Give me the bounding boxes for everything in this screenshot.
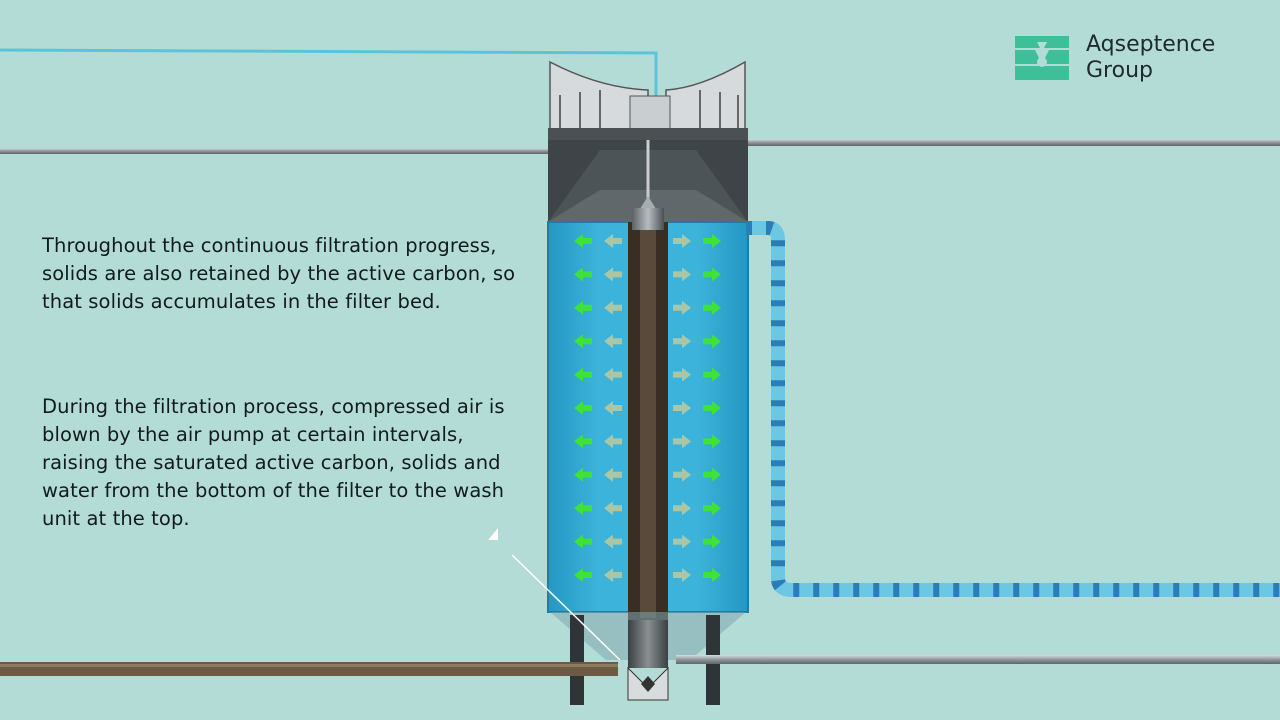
flow-arrow-left bbox=[604, 568, 622, 582]
callout-line bbox=[511, 554, 621, 661]
callout-tip bbox=[488, 528, 498, 540]
air-line bbox=[0, 48, 658, 100]
flow-arrow-right bbox=[703, 534, 721, 549]
flow-arrow-right bbox=[673, 401, 691, 415]
flow-arrow-right bbox=[673, 300, 691, 315]
flow-arrow-left bbox=[574, 367, 592, 382]
flow-arrow-left bbox=[604, 401, 622, 415]
flow-arrow-right bbox=[703, 467, 721, 482]
aqseptence-logo-icon bbox=[1015, 36, 1069, 80]
flow-arrow-left bbox=[574, 568, 592, 582]
flow-arrow-left bbox=[574, 300, 592, 315]
flow-arrow-left bbox=[574, 234, 592, 248]
flow-arrow-left bbox=[604, 234, 622, 248]
flow-arrow-right bbox=[673, 467, 691, 482]
blue-outlet-pipe bbox=[746, 221, 1280, 597]
flow-arrow-left bbox=[574, 401, 592, 415]
upper-right-pipe bbox=[745, 139, 1280, 146]
flow-arrow-right bbox=[703, 234, 721, 248]
flow-arrow-right bbox=[673, 534, 691, 549]
brand-name-line2: Group bbox=[1086, 58, 1153, 83]
flow-arrow-left bbox=[604, 501, 622, 516]
flow-arrow-right bbox=[703, 568, 721, 582]
flow-arrow-right bbox=[703, 267, 721, 282]
flow-arrow-right bbox=[673, 568, 691, 582]
flow-arrow-left bbox=[574, 534, 592, 549]
flow-arrow-left bbox=[574, 501, 592, 516]
flow-arrow-left bbox=[604, 267, 622, 282]
flow-arrow-right bbox=[673, 434, 691, 449]
flow-arrow-right bbox=[673, 267, 691, 282]
flow-arrow-right bbox=[703, 334, 721, 349]
brand-name-line1: Aqseptence bbox=[1086, 32, 1216, 57]
flow-arrow-left bbox=[574, 467, 592, 482]
flow-arrow-left bbox=[574, 267, 592, 282]
flow-arrow-left bbox=[604, 300, 622, 315]
flow-arrow-left bbox=[604, 367, 622, 382]
flow-arrow-right bbox=[673, 501, 691, 516]
flow-arrow-right bbox=[673, 367, 691, 382]
brand-logo: Aqseptence Group bbox=[1015, 32, 1215, 84]
flow-arrow-left bbox=[604, 334, 622, 349]
flow-arrow-right bbox=[703, 367, 721, 382]
flow-arrow-right bbox=[673, 234, 691, 248]
flow-arrow-right bbox=[703, 434, 721, 449]
flow-arrow-right bbox=[703, 300, 721, 315]
filter-cone bbox=[550, 612, 746, 705]
flow-arrow-right bbox=[673, 334, 691, 349]
flow-arrow-left bbox=[574, 334, 592, 349]
flow-arrow-right bbox=[703, 401, 721, 415]
flow-arrow-left bbox=[604, 534, 622, 549]
upper-left-pipe bbox=[0, 148, 552, 154]
caption-air-lift: During the filtration process, compresse… bbox=[42, 395, 505, 530]
wash-unit bbox=[548, 60, 748, 140]
flow-arrow-left bbox=[574, 434, 592, 449]
flow-arrow-right bbox=[703, 501, 721, 516]
brand-name: Aqseptence Group bbox=[1086, 32, 1215, 84]
flow-arrow-left bbox=[604, 434, 622, 449]
flow-arrows bbox=[574, 234, 721, 582]
caption-filtration: Throughout the continuous filtration pro… bbox=[42, 234, 516, 313]
outlet-pipe-bottom-right bbox=[676, 655, 1280, 664]
flow-arrow-left bbox=[604, 467, 622, 482]
